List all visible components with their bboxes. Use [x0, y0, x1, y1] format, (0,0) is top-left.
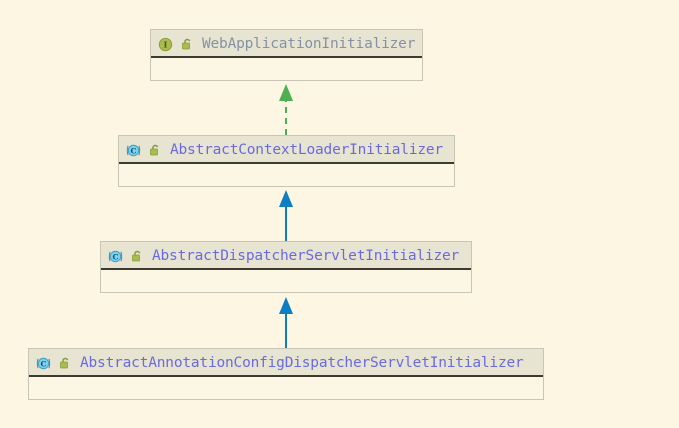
uml-node-members	[28, 377, 544, 400]
public-lock-icon-glyph	[132, 250, 141, 261]
interface-icon-glyph: I	[158, 37, 173, 51]
uml-node-title: AbstractContextLoaderInitializer	[170, 141, 443, 158]
edge-inheritance-1-arrowhead	[279, 190, 293, 207]
public-lock-icon-glyph	[150, 144, 159, 155]
edge-inheritance-1	[279, 190, 293, 241]
abstract-class-icon: C	[36, 356, 51, 371]
public-lock-icon	[56, 357, 75, 370]
svg-text:I: I	[164, 39, 168, 49]
public-lock-icon	[178, 38, 197, 51]
uml-node-abstract-dispatcher-servlet-initializer[interactable]: C AbstractDispatcherServletInitializer	[100, 241, 472, 293]
abstract-class-icon: C	[126, 143, 141, 158]
uml-node-header: C AbstractAnnotationConfigDispatcherServ…	[28, 348, 544, 377]
abstract-class-icon-glyph: C	[36, 357, 51, 369]
uml-node-title: AbstractDispatcherServletInitializer	[152, 247, 460, 264]
uml-node-members	[150, 58, 423, 81]
uml-node-header: I WebApplicationInitializer	[150, 29, 423, 58]
svg-text:C: C	[131, 146, 137, 155]
svg-text:C: C	[41, 359, 47, 368]
abstract-class-icon: C	[108, 249, 123, 264]
public-lock-icon-glyph	[182, 38, 191, 49]
edge-inheritance-2-arrowhead	[279, 297, 293, 314]
uml-node-header: C AbstractDispatcherServletInitializer	[100, 241, 472, 270]
uml-node-title: WebApplicationInitializer	[202, 35, 416, 52]
uml-node-members	[118, 164, 455, 187]
uml-node-abstract-annotation-config-dispatcher-servlet-initializer[interactable]: C AbstractAnnotationConfigDispatcherServ…	[28, 348, 544, 400]
abstract-class-icon-glyph: C	[126, 144, 141, 156]
uml-node-members	[100, 270, 472, 293]
svg-text:C: C	[113, 252, 119, 261]
uml-node-header: C AbstractContextLoaderInitializer	[118, 135, 455, 164]
public-lock-icon	[128, 250, 147, 263]
interface-icon: I	[158, 37, 173, 52]
abstract-class-icon-glyph: C	[108, 250, 123, 262]
edge-realization	[279, 84, 293, 135]
uml-node-title: AbstractAnnotationConfigDispatcherServle…	[80, 354, 524, 371]
uml-node-web-application-initializer[interactable]: I WebApplicationInitializer	[150, 29, 423, 81]
uml-node-abstract-context-loader-initializer[interactable]: C AbstractContextLoaderInitializer	[118, 135, 455, 187]
edge-realization-arrowhead	[279, 84, 293, 101]
edge-inheritance-2	[279, 297, 293, 348]
public-lock-icon-glyph	[60, 357, 69, 368]
public-lock-icon	[146, 144, 165, 157]
